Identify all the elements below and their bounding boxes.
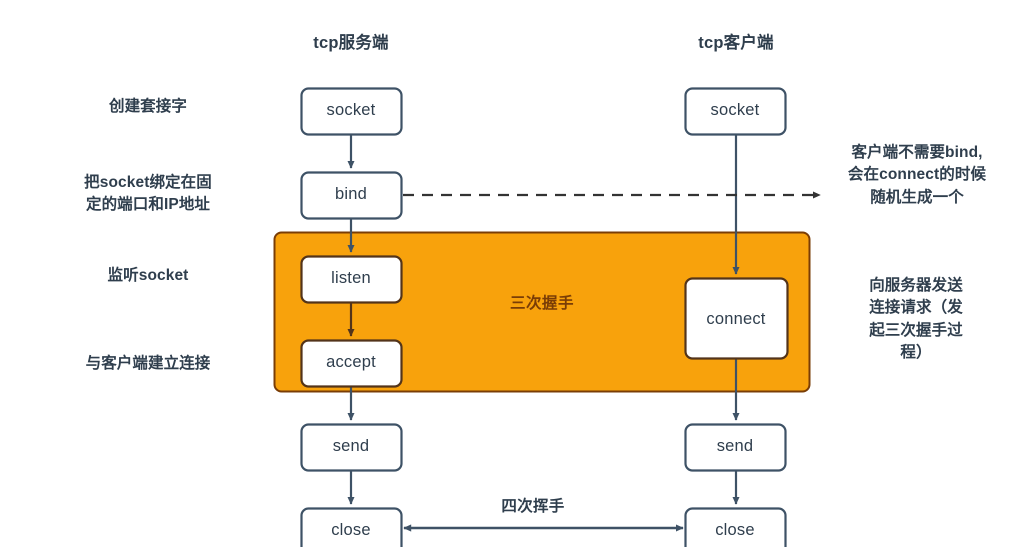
zone-label-three-way-handshake: 三次握手 (509, 295, 574, 312)
node-client-close[interactable] (684, 507, 787, 547)
annotation-client-connect-request: 向服务器发送 连接请求（发 起三次握手过 程） (869, 277, 963, 362)
edge-label-four-way-handshake: 四次挥手 (501, 498, 565, 515)
annotation-create-socket: 创建套接字 (108, 98, 187, 115)
node-server-socket[interactable] (300, 87, 403, 136)
annotation-listen-socket: 监听socket (107, 267, 189, 284)
node-server-accept[interactable] (300, 339, 403, 388)
annotation-client-no-bind: 客户端不需要bind, 会在connect的时候 随机生成一个 (847, 144, 987, 206)
node-client-send[interactable] (684, 423, 787, 472)
three-way-handshake-zone (273, 231, 811, 393)
column-title-server: tcp服务端 (313, 34, 389, 52)
annotation-accept-connection: 与客户端建立连接 (85, 355, 211, 372)
node-client-connect[interactable] (684, 277, 789, 360)
annotation-bind-port-ip: 把socket绑定在固 定的端口和IP地址 (84, 174, 212, 213)
node-server-bind[interactable] (300, 171, 403, 220)
column-title-client: tcp客户端 (698, 34, 774, 52)
node-client-socket[interactable] (684, 87, 787, 136)
node-server-listen[interactable] (300, 255, 403, 304)
node-server-send[interactable] (300, 423, 403, 472)
node-server-close[interactable] (300, 507, 403, 547)
